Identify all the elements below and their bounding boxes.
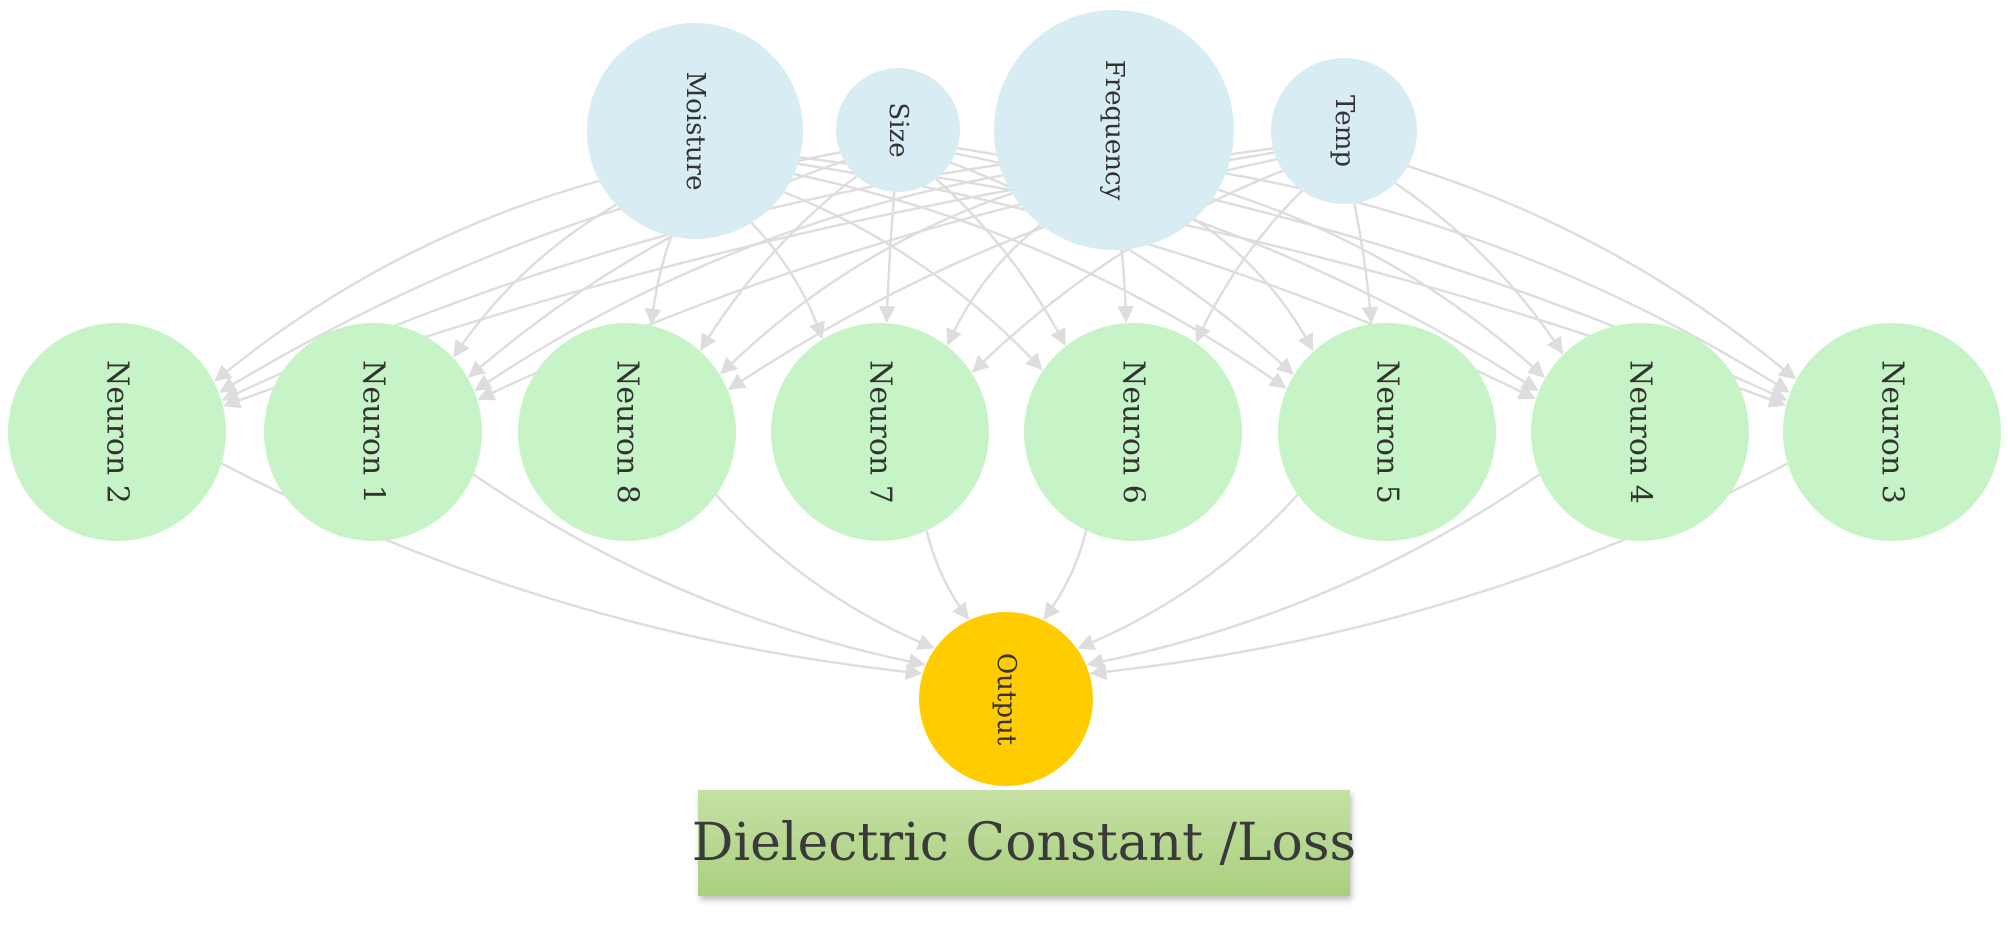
edge-moisture-to-n1	[453, 203, 617, 358]
node-n8: Neuron 8	[518, 323, 736, 541]
edge-frequency-to-n8	[720, 192, 1013, 375]
node-moisture-label: Moisture	[680, 72, 710, 191]
node-n1: Neuron 1	[264, 323, 482, 541]
node-n5-label: Neuron 5	[1370, 360, 1405, 504]
node-n7-circle	[771, 323, 989, 541]
node-n3-circle	[1783, 323, 2001, 541]
node-out-label: Output	[991, 653, 1021, 746]
edge-n1-to-out	[472, 473, 926, 670]
node-frequency: Frequency	[994, 10, 1234, 250]
edge-moisture-to-n2	[214, 179, 600, 382]
node-n7: Neuron 7	[771, 323, 989, 541]
edge-n4-to-out	[1086, 473, 1541, 670]
edge-frequency-to-n4	[1217, 188, 1545, 378]
node-n8-label: Neuron 8	[610, 360, 645, 504]
edge-n7-to-out	[925, 530, 970, 620]
node-moisture: Moisture	[587, 23, 803, 239]
node-temp-label: Temp	[1329, 95, 1359, 167]
edge-moisture-to-n5	[793, 172, 1287, 389]
edge-moisture-to-n8	[644, 235, 673, 326]
edge-n6-to-out	[1043, 530, 1088, 620]
node-out: Output	[919, 612, 1093, 786]
edge-temp-to-n7	[971, 169, 1284, 373]
node-n2-circle	[8, 323, 226, 541]
node-n6-circle	[1024, 323, 1242, 541]
node-frequency-circle	[994, 10, 1234, 250]
node-n7-label: Neuron 7	[863, 360, 898, 504]
edge-frequency-to-n1	[474, 174, 1004, 392]
node-out-circle	[919, 612, 1093, 786]
target-label: Dielectric Constant /Loss	[691, 813, 1357, 873]
node-temp-circle	[1271, 58, 1417, 204]
target-label-box: Dielectric Constant /Loss	[692, 790, 1356, 896]
node-size-circle	[836, 68, 960, 192]
edge-frequency-to-n7	[946, 223, 1042, 346]
edge-n8-to-out	[715, 493, 935, 650]
node-n8-circle	[518, 323, 736, 541]
edge-temp-to-n4	[1394, 182, 1564, 355]
node-n4-circle	[1531, 323, 1749, 541]
edge-frequency-to-n6	[1117, 249, 1135, 323]
node-moisture-circle	[587, 23, 803, 239]
node-n1-circle	[264, 323, 482, 541]
edge-moisture-to-n7	[750, 222, 825, 340]
edge-temp-to-n3	[1407, 164, 1796, 380]
node-n4: Neuron 4	[1531, 323, 1749, 541]
node-n4-label: Neuron 4	[1623, 360, 1658, 504]
edge-size-to-n7	[878, 191, 896, 323]
node-n5: Neuron 5	[1278, 323, 1496, 541]
edge-temp-to-n6	[1195, 189, 1303, 343]
node-n2: Neuron 2	[8, 323, 226, 541]
node-temp: Temp	[1271, 58, 1417, 204]
node-size-label: Size	[883, 102, 913, 157]
edge-moisture-to-n6	[783, 191, 1043, 371]
node-n3-label: Neuron 3	[1875, 360, 1910, 504]
node-size: Size	[836, 68, 960, 192]
node-n2-label: Neuron 2	[100, 360, 135, 504]
edges-layer	[214, 146, 1796, 681]
node-n5-circle	[1278, 323, 1496, 541]
node-n6-label: Neuron 6	[1116, 360, 1151, 504]
node-n6: Neuron 6	[1024, 323, 1242, 541]
node-n3: Neuron 3	[1783, 323, 2001, 541]
node-n1-label: Neuron 1	[356, 360, 391, 504]
node-frequency-label: Frequency	[1099, 60, 1129, 201]
edge-temp-to-n5	[1353, 203, 1379, 324]
edge-n5-to-out	[1077, 493, 1299, 650]
edge-frequency-to-n5	[1193, 218, 1314, 352]
edge-size-to-n5	[950, 161, 1294, 375]
